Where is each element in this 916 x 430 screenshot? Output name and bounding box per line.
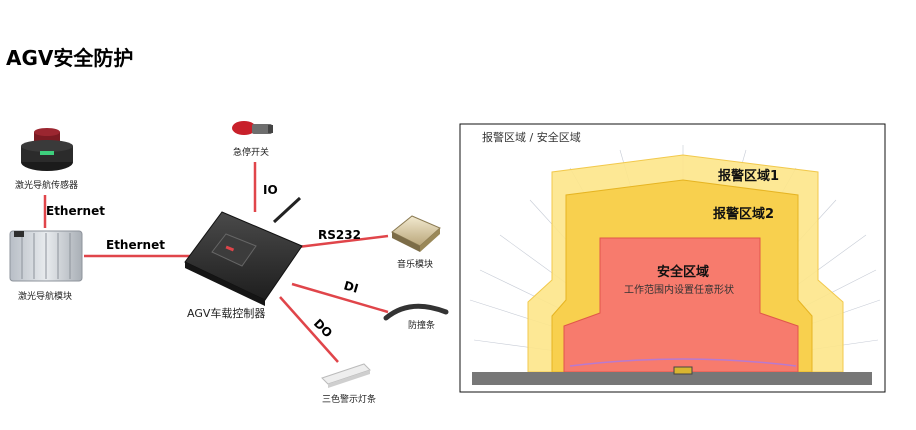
music-module-icon <box>391 215 441 252</box>
page-title: AGV安全防护 <box>6 46 134 70</box>
line-di <box>291 282 389 314</box>
label-estop: 急停开关 <box>233 146 269 158</box>
estop-icon <box>232 121 273 135</box>
line-rs232 <box>297 234 389 249</box>
scan-arc <box>569 358 797 367</box>
controller-icon <box>184 196 303 306</box>
line-do <box>279 296 339 363</box>
label-alarm-zone-2: 报警区域2 <box>713 206 774 222</box>
label-rs232: RS232 <box>318 228 361 242</box>
label-music: 音乐模块 <box>397 258 433 270</box>
label-ethernet-1: Ethernet <box>46 204 105 218</box>
label-safe-zone: 安全区域 <box>657 264 709 280</box>
label-di: DI <box>342 278 360 295</box>
zone-panel-header: 报警区域 / 安全区域 <box>482 130 581 144</box>
label-io: IO <box>263 183 278 197</box>
bumper-icon <box>383 303 449 321</box>
connection-lines <box>43 162 389 363</box>
label-light-bar: 三色警示灯条 <box>322 393 376 405</box>
label-nav-module: 激光导航模块 <box>18 290 72 302</box>
ground-bar <box>472 372 872 385</box>
label-controller: AGV车载控制器 <box>187 306 265 320</box>
label-bumper: 防撞条 <box>408 319 435 331</box>
agv-sensor-icon <box>673 366 693 375</box>
label-laser-sensor: 激光导航传感器 <box>15 179 78 191</box>
label-safe-zone-sub: 工作范围内设置任意形状 <box>624 283 734 296</box>
nav-module-icon <box>9 230 83 282</box>
label-alarm-zone-1: 报警区域1 <box>718 168 779 184</box>
laser-sensor-icon <box>21 128 73 171</box>
light-bar-icon <box>321 363 371 388</box>
label-ethernet-2: Ethernet <box>106 238 165 252</box>
